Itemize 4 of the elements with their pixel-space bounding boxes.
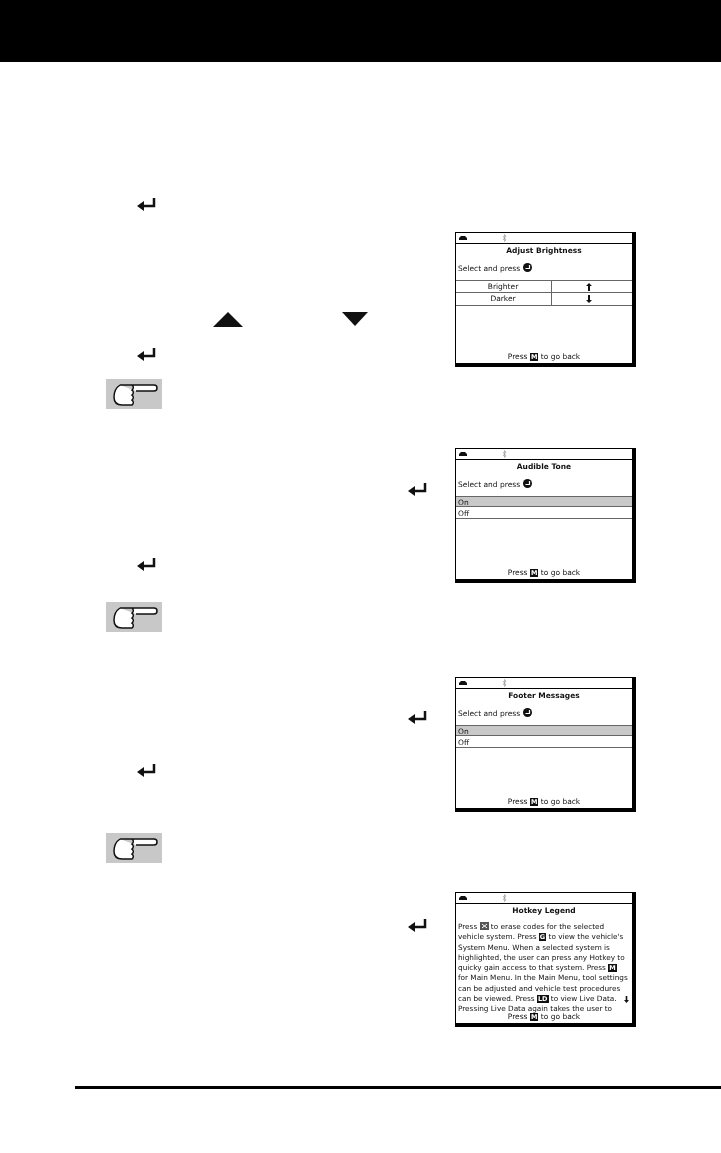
device-screen [455, 892, 636, 1027]
device-screen [455, 448, 636, 583]
device-screen [455, 677, 636, 812]
device-screen [455, 232, 636, 367]
